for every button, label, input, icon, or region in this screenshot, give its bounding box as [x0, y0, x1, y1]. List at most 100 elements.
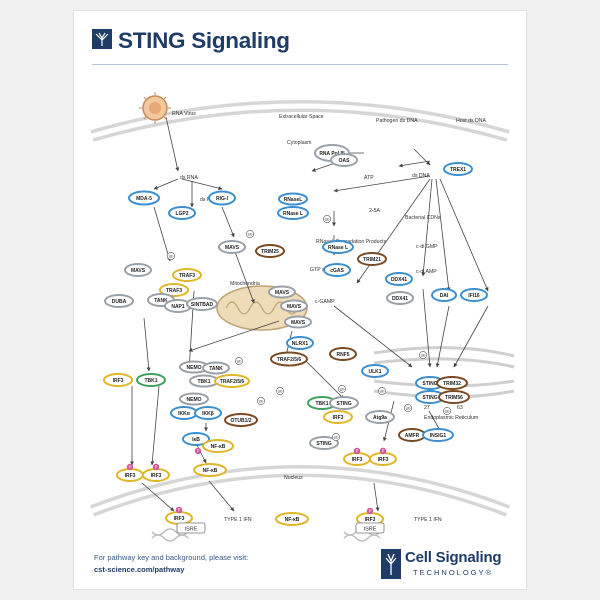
node-label: NLRX1	[292, 341, 309, 347]
footer-note: For pathway key and background, please v…	[94, 553, 249, 562]
ubiquitin-marker	[276, 387, 284, 395]
ubiquitin-marker	[167, 252, 175, 260]
node-trim25: TRIM25	[255, 244, 285, 258]
node-ifi16: IFI16	[460, 288, 488, 302]
node-traf256a: TRAF2/5/6	[214, 374, 250, 388]
diagram-labels: RNA Virus Extracellular Space Pathogen d…	[172, 111, 487, 523]
ubiquitin-marker	[404, 404, 412, 412]
node-label: MAVS	[275, 290, 290, 296]
label-cytoplasm: Cytoplasm	[287, 140, 312, 146]
node-irf3a: IRF3	[103, 373, 133, 387]
ubiquitin-marker	[443, 407, 451, 415]
node-mda5: MDA-5	[128, 190, 160, 206]
phospho-label: P	[356, 449, 359, 454]
phospho-label: P	[178, 508, 181, 513]
node-rnasel2: RNase L	[277, 206, 309, 220]
node-label: RIG-I	[216, 196, 229, 202]
ubiquitin-marker	[419, 351, 427, 359]
node-nlrx1: NLRX1	[286, 336, 314, 350]
node-label: TRIM32	[443, 381, 461, 387]
node-label: TRAF3	[179, 273, 195, 279]
node-label: TBK1	[197, 379, 210, 385]
node-trim56: TRIM56	[438, 390, 470, 404]
node-label: RNase L	[283, 211, 303, 217]
node-irf3c: IRF3	[142, 468, 170, 482]
node-nfkb1: NF-κB	[202, 439, 234, 453]
node-label: MDA-5	[136, 196, 152, 202]
phospho-marker	[353, 447, 361, 455]
node-rnasel3: RNase L	[322, 240, 354, 254]
node-label: TBK1	[144, 378, 157, 384]
label-er: Endoplasmic Reticulum	[424, 415, 478, 421]
ubiquitin-label: Ub	[248, 233, 253, 237]
ubiquitin-marker	[235, 357, 243, 365]
node-ulk1: ULK1	[361, 364, 389, 378]
node-label: DDX41	[391, 277, 407, 283]
isre-promoters: ISRE ISRE	[176, 522, 385, 534]
node-lgp2: LGP2	[168, 206, 196, 220]
brand-name: Cell Signaling	[405, 549, 502, 566]
node-label: NAP1	[171, 304, 185, 310]
ubiquitin-label: Ub	[380, 390, 385, 394]
label-bacterial-cdns: Bacterial CDNs	[405, 215, 441, 221]
node-label: RNaseL	[284, 197, 303, 203]
label-c-di-gmp: c-di GMP	[416, 244, 438, 250]
node-label: LGP2	[175, 211, 188, 217]
label-host-dna: Host ds DNA	[456, 118, 487, 124]
node-traf256b: TRAF2/5/6	[270, 351, 308, 367]
ubiquitin-marker	[338, 385, 346, 393]
node-rigi: RIG-I	[208, 190, 236, 206]
ubiquitin-marker	[378, 387, 386, 395]
label-pathogen-dna: Pathogen ds DNA	[376, 118, 418, 124]
label-rna-virus: RNA Virus	[172, 111, 196, 117]
node-label: RNase L	[328, 245, 348, 251]
node-label: DUBA	[112, 299, 127, 305]
footer-url[interactable]: cst-science.com/pathway	[94, 565, 185, 574]
node-label: TREX1	[450, 167, 466, 173]
node-label: IκB	[192, 437, 200, 443]
node-mavs5: MAVS	[284, 315, 312, 329]
label-nucleus: Nucleus	[284, 475, 303, 481]
ubiquitin-label: Ub	[406, 407, 411, 411]
brand-tagline: TECHNOLOGY®	[413, 568, 494, 577]
node-label: cGAS	[330, 268, 344, 274]
node-nfkb2: NF-κB	[193, 463, 227, 477]
ubiquitin-marker	[323, 215, 331, 223]
label-ds-rna: ds RNA	[180, 175, 198, 181]
node-insig1: INSIG1	[422, 428, 454, 442]
phospho-marker	[175, 506, 183, 514]
ubiquitin-label: Ub	[421, 354, 426, 358]
node-dai: DAI	[431, 288, 457, 302]
node-label: TRAF3	[166, 288, 182, 294]
header-divider	[92, 64, 508, 65]
node-amfr: AMFR	[398, 428, 426, 442]
label-27: 27	[424, 405, 430, 411]
node-label: NEMO	[187, 365, 202, 371]
label-extracellular: Extracellular Space	[279, 114, 324, 120]
phospho-label: P	[155, 465, 158, 470]
node-irf3n: IRF3	[165, 511, 193, 525]
node-ddx41b: DDX41	[386, 291, 414, 305]
node-mavs2: MAVS	[124, 263, 152, 277]
node-trim21: TRIM21	[357, 252, 387, 266]
node-sting4: STING	[309, 436, 339, 450]
node-label: OTUB1/2	[230, 418, 251, 424]
node-label: DDX41	[392, 296, 408, 302]
node-irf3b: IRF3	[116, 468, 144, 482]
node-label: MAVS	[287, 304, 302, 310]
ubiquitin-label: Ub	[334, 436, 339, 440]
node-label: RNF5	[336, 352, 349, 358]
cst-tree-logo-icon	[92, 29, 112, 49]
phospho-label: P	[369, 509, 372, 514]
node-irf3f: IRF3	[369, 452, 397, 466]
node-nemo2: NEMO	[179, 392, 209, 406]
node-label: IKKα	[178, 411, 191, 417]
node-label: MAVS	[291, 320, 306, 326]
label-degradation: RNaseL Degradation Products	[316, 239, 387, 245]
node-label: DAI	[440, 293, 449, 299]
poster: STING Signaling	[74, 11, 526, 589]
label-type1-ifn: TYPE 1 IFN	[224, 517, 252, 523]
node-label: IRF3	[378, 457, 389, 463]
node-sintbad: SINTBAD	[186, 297, 218, 311]
